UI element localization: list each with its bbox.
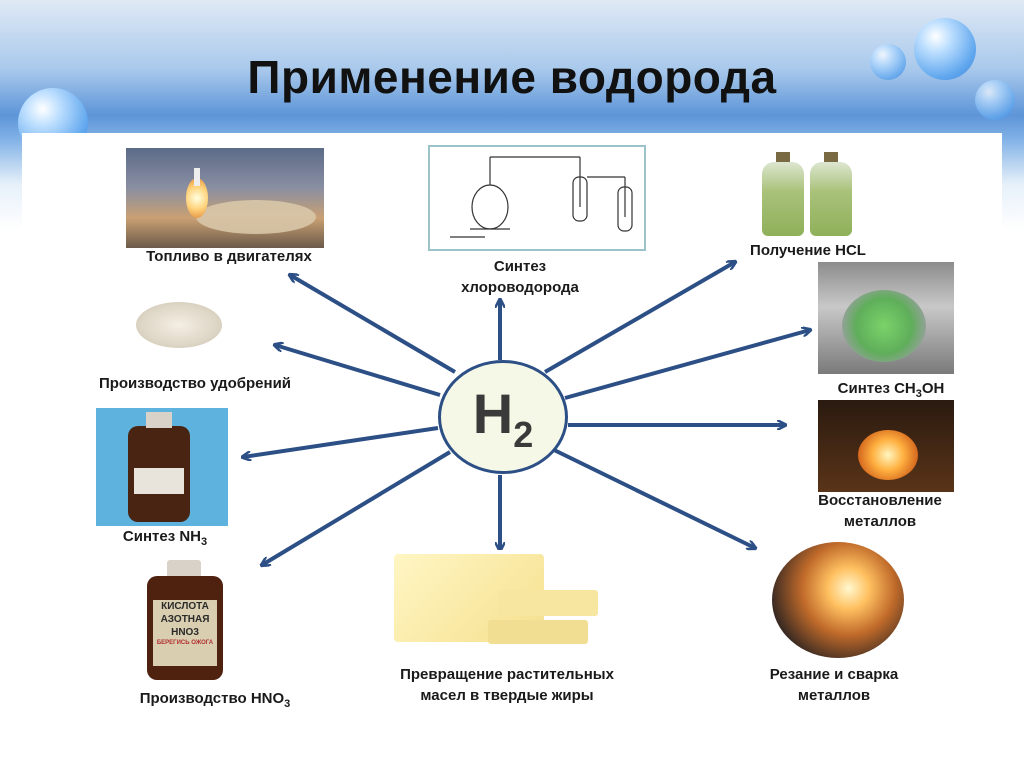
butter-slice — [498, 590, 598, 616]
subscript: 3 — [200, 536, 208, 548]
label-line: Синтез — [493, 258, 547, 275]
label-line: АЗОТНАЯ — [160, 614, 210, 625]
label-hcl-synthesis: Синтез хлороводорода — [420, 256, 620, 298]
vessel-interior — [842, 290, 926, 362]
label-ammonia: Синтез NH3 — [100, 526, 230, 553]
bottle-label — [134, 468, 184, 494]
ammonia-bottle-image — [96, 408, 228, 526]
label-text: Синтез NH — [122, 528, 201, 545]
granule-pile — [136, 302, 222, 348]
arrow-to-cutting — [549, 446, 755, 548]
slide-title: Применение водорода — [247, 51, 777, 103]
nitric-acid-bottle-image: КИСЛОТА АЗОТНАЯ HNO3 БЕРЕГИСЬ ОЖОГА — [143, 560, 227, 682]
butter-image — [388, 550, 610, 654]
butter-slice — [488, 620, 588, 644]
decorative-bubble — [975, 80, 1015, 120]
h2-symbol: H — [472, 382, 514, 445]
hcl-bottles-image — [758, 148, 856, 238]
label-metals-reduction: Восстановление металлов — [790, 490, 970, 532]
arrow-to-fuel — [290, 275, 457, 374]
molten-glow — [858, 430, 918, 480]
label-line: металлов — [843, 513, 917, 530]
label-cutting: Резание и сварка металлов — [734, 664, 934, 706]
bottle-cap — [146, 412, 172, 428]
bottle-cap — [824, 152, 838, 162]
label-line: HNO3 — [171, 627, 199, 638]
h2-subscript: 2 — [513, 414, 534, 455]
label-text: OH — [921, 380, 945, 397]
decorative-bubble — [870, 44, 906, 80]
label-oils: Превращение растительных масел в твердые… — [352, 664, 662, 706]
bottle-right — [810, 162, 852, 236]
label-line: Восстановление — [818, 492, 942, 509]
furnace-image — [818, 400, 954, 492]
label-fuel: Топливо в двигателях — [146, 248, 312, 265]
bottle-label: КИСЛОТА АЗОТНАЯ HNO3 БЕРЕГИСЬ ОЖОГА — [153, 600, 217, 666]
label-line: металлов — [797, 687, 871, 704]
methanol-vessels-image — [818, 262, 954, 374]
label-methanol: Синтез CH3OH — [806, 378, 976, 405]
bottle-left — [762, 162, 804, 236]
subscript: 3 — [284, 698, 291, 710]
rocket-body — [194, 168, 200, 186]
lab-apparatus-sketch — [450, 156, 633, 238]
label-line: хлороводорода — [461, 279, 579, 296]
apparatus-drawing-image — [428, 145, 646, 251]
fertilizer-granules-image — [128, 282, 233, 362]
bottle-cap — [167, 560, 201, 578]
arrow-to-methanol — [564, 330, 810, 400]
label-hno3: Производство HNO3 — [100, 688, 330, 715]
smoke-cloud — [196, 200, 316, 234]
label-line: Резание и сварка — [769, 666, 899, 683]
label-text: Производство HNO — [139, 690, 285, 707]
label-text: Синтез CH — [837, 380, 916, 397]
decorative-bubble — [914, 18, 976, 80]
label-hcl-production: Получение HCL — [750, 242, 866, 259]
rocket-launch-image — [126, 148, 324, 248]
label-line: масел в твердые жиры — [420, 687, 594, 704]
label-line: Превращение растительных — [400, 666, 614, 683]
label-fertilizers: Производство удобрений — [98, 375, 292, 392]
cutting-sparks-image — [768, 540, 908, 660]
h2-formula: H2 — [473, 381, 533, 456]
arrow-to-ammonia — [243, 426, 439, 457]
spark-burst — [772, 542, 904, 658]
label-line: БЕРЕГИСЬ ОЖОГА — [156, 640, 214, 646]
arrow-to-fertilizers — [275, 345, 441, 397]
arrow-to-hcl-production — [543, 262, 735, 374]
rocket-flame — [186, 178, 208, 218]
arrow-to-hno3 — [262, 450, 452, 565]
h2-center-node: H2 — [438, 360, 568, 474]
label-line: КИСЛОТА — [161, 601, 209, 612]
bottle-cap — [776, 152, 790, 162]
subscript: 3 — [915, 388, 922, 400]
